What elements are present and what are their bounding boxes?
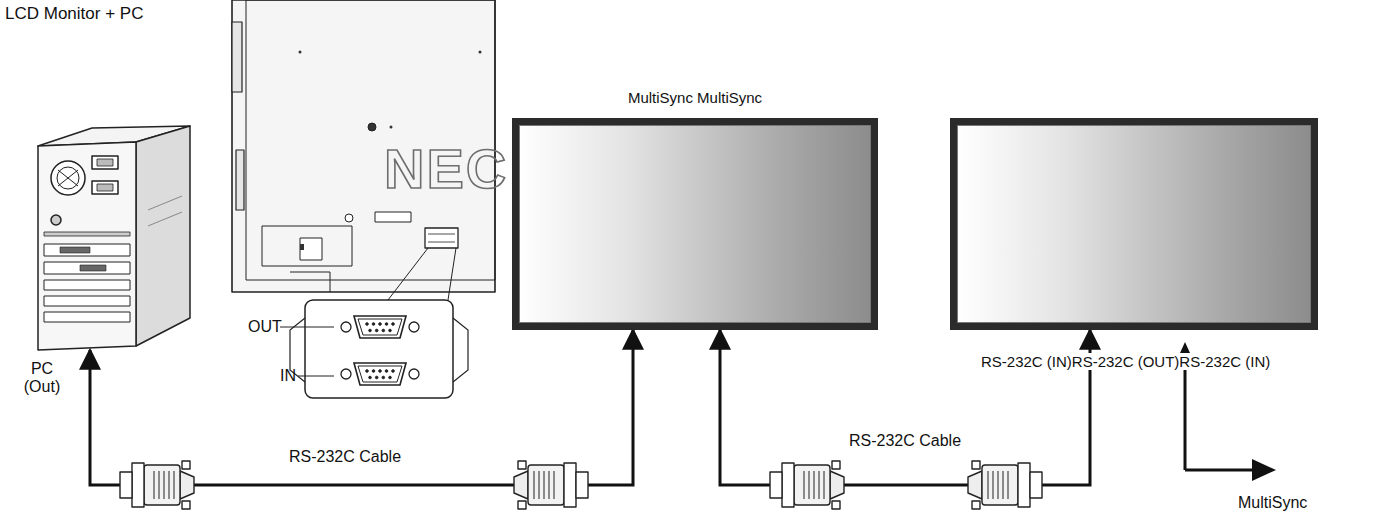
monitor: MultiSync MultiSync bbox=[512, 118, 878, 330]
monitor-heading: MultiSync MultiSync bbox=[628, 89, 762, 106]
brand-logo: NEC bbox=[384, 141, 508, 197]
monitor: RS-232C (IN)RS-232C (OUT)RS-232C (IN) bbox=[950, 118, 1318, 330]
port-label: IN bbox=[280, 367, 296, 385]
diagram-title: LCD Monitor + PC bbox=[5, 4, 143, 24]
pc-tower bbox=[38, 126, 190, 350]
cable-label: RS-232C Cable bbox=[846, 432, 964, 450]
connector-callout bbox=[280, 248, 468, 398]
rs232c-cable bbox=[90, 330, 633, 485]
device-label: MultiSync bbox=[1238, 494, 1307, 512]
cable-label: RS-232C Cable bbox=[286, 448, 404, 466]
port-label: OUT bbox=[248, 318, 282, 336]
port-label: RS-232C (IN)RS-232C (OUT)RS-232C (IN) bbox=[979, 353, 1272, 370]
pc-label: PC (Out) bbox=[16, 360, 68, 397]
pc-tower: PC (Out) bbox=[38, 126, 190, 350]
